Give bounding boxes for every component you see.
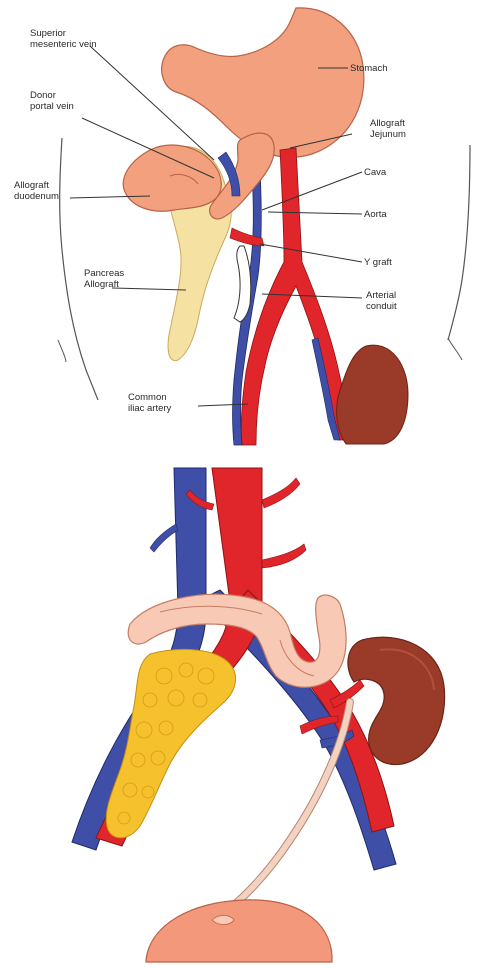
label-aorta: Aorta <box>364 209 387 220</box>
kidney-top <box>337 345 408 444</box>
label-pancreas-allograft-1: Pancreas <box>84 268 124 279</box>
bottom-panel-systemic-bladder-drainage <box>72 468 445 962</box>
label-common-iliac-artery-1: Common <box>128 392 167 403</box>
label-arterial-conduit-2: conduit <box>366 301 397 312</box>
arterial-conduit <box>234 246 251 322</box>
leader-aorta <box>268 212 362 214</box>
label-cava: Cava <box>364 167 387 178</box>
label-common-iliac-artery-2: iliac artery <box>128 403 172 414</box>
leader-pancreas-allograft <box>112 288 186 290</box>
top-panel-portal-enteric-drainage: Superior mesenteric vein Donor portal ve… <box>14 8 470 445</box>
label-y-graft: Y graft <box>364 257 392 268</box>
label-donor-portal-vein-2: portal vein <box>30 101 74 112</box>
label-allograft-jejunum-2: Jejunum <box>370 129 406 140</box>
label-allograft-duodenum-1: Allograft <box>14 180 49 191</box>
label-superior-mesenteric-vein-1: Superior <box>30 28 66 39</box>
label-allograft-jejunum-1: Allograft <box>370 118 405 129</box>
label-pancreas-allograft-2: Allograft <box>84 279 119 290</box>
bladder <box>146 900 332 962</box>
label-donor-portal-vein-1: Donor <box>30 90 56 101</box>
label-stomach: Stomach <box>350 63 388 74</box>
leader-cava <box>262 172 362 210</box>
label-arterial-conduit-1: Arterial <box>366 290 396 301</box>
label-allograft-duodenum-2: duodenum <box>14 191 59 202</box>
label-superior-mesenteric-vein-2: mesenteric vein <box>30 39 97 50</box>
leader-y-graft <box>260 244 362 262</box>
